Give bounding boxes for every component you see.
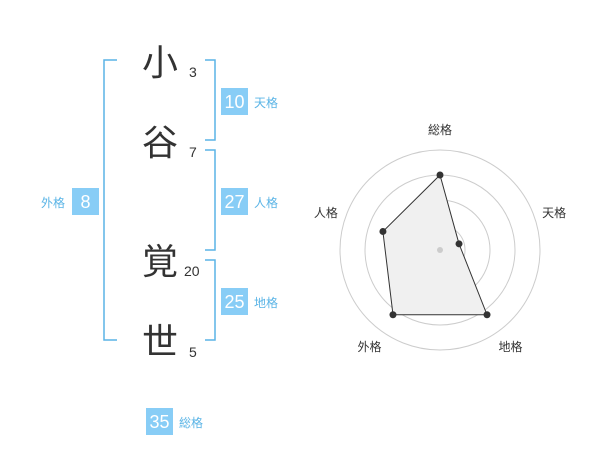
name-column: 小 3 谷 7 覚 20 世 5 xyxy=(142,43,200,363)
radar-axis-label-5: 人格 xyxy=(314,205,338,220)
radar-point-2 xyxy=(455,240,463,248)
tenkaku-value: 10 xyxy=(224,92,244,112)
radar-point-3 xyxy=(483,311,491,319)
gaikaku-group: 8 外格 xyxy=(41,188,99,215)
jinkaku-bracket xyxy=(205,149,216,251)
jinkaku-group: 27 人格 xyxy=(221,188,278,215)
chikaku-bracket xyxy=(205,259,216,341)
radar-axis-label-4: 外格 xyxy=(357,339,381,354)
radar-axis-label-3: 地格 xyxy=(498,339,522,354)
radar-area xyxy=(382,174,488,316)
radar-point-1 xyxy=(436,171,444,179)
stroke-count-4: 5 xyxy=(189,344,197,360)
name-char-2: 谷 xyxy=(142,123,178,164)
radar-axis-label-1: 総格 xyxy=(428,122,452,137)
radar-axis-label-2: 天格 xyxy=(542,205,566,220)
tenkaku-box xyxy=(221,88,248,115)
radar-point-5 xyxy=(379,227,387,235)
tenkaku-label: 天格 xyxy=(254,95,278,110)
gaikaku-label: 外格 xyxy=(41,195,65,210)
jinkaku-value: 27 xyxy=(224,192,244,212)
radar-point-4 xyxy=(389,311,397,319)
soukaku-label: 総格 xyxy=(179,415,203,430)
name-char-3: 覚 xyxy=(142,242,178,283)
radar-points xyxy=(379,171,491,319)
brackets xyxy=(103,59,216,341)
soukaku-group: 35 総格 xyxy=(146,408,203,435)
name-char-4: 世 xyxy=(142,322,178,363)
tenkaku-group: 10 天格 xyxy=(221,88,278,115)
name-char-1: 小 xyxy=(142,43,178,84)
chikaku-group: 25 地格 xyxy=(221,288,278,315)
soukaku-box xyxy=(146,408,173,435)
gaikaku-value: 8 xyxy=(80,192,90,212)
radar-center-dot xyxy=(437,247,443,253)
jinkaku-label: 人格 xyxy=(254,195,278,210)
gaikaku-box xyxy=(72,188,99,215)
stroke-count-3: 20 xyxy=(184,263,200,279)
chikaku-box xyxy=(221,288,248,315)
jinkaku-box xyxy=(221,188,248,215)
stroke-count-1: 3 xyxy=(189,64,197,80)
soukaku-value: 35 xyxy=(149,412,169,432)
chikaku-label: 地格 xyxy=(254,295,278,310)
tenkaku-bracket xyxy=(205,59,216,141)
gaikaku-bracket xyxy=(103,59,117,341)
chikaku-value: 25 xyxy=(224,292,244,312)
stroke-count-2: 7 xyxy=(189,144,197,160)
